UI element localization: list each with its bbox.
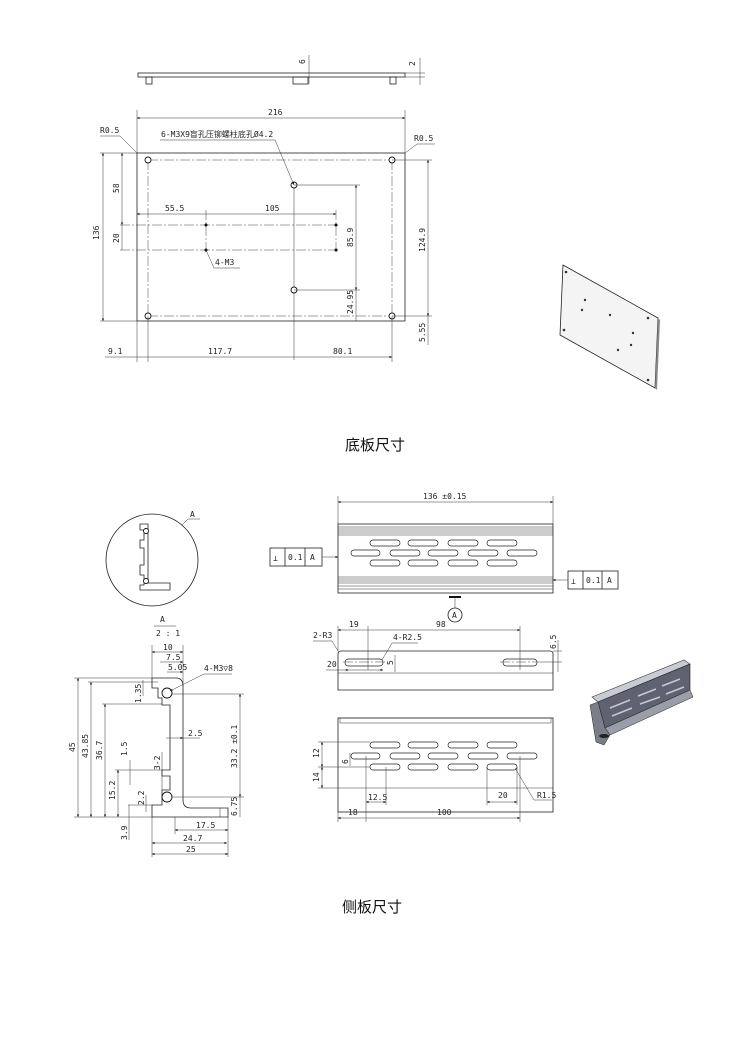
dim-3-9: 3.9	[120, 825, 129, 840]
dim-20: 20	[112, 233, 121, 243]
dim-117-7: 117.7	[208, 347, 232, 356]
perpendicularity-icon: ⊥	[571, 577, 576, 586]
dim-2-2: 2.2	[137, 790, 146, 805]
base-plate-front-view: 216 R0.5 R0.5 6-M3X9盲孔压铆螺柱底孔Ø4.2 4-M3 13…	[92, 108, 435, 362]
dim-12: 12	[312, 748, 321, 758]
dim-1-5: 1.5	[120, 741, 129, 756]
radius-r1-5: R1.5	[537, 791, 556, 800]
dim-9-1: 9.1	[108, 347, 123, 356]
dim-36-7: 36.7	[95, 741, 104, 760]
perpendicularity-icon: ⊥	[273, 554, 278, 563]
dim-5-55: 5.55	[418, 323, 427, 342]
dim-17-5: 17.5	[196, 821, 215, 830]
base-plate-side-view: 6 2	[137, 55, 425, 85]
base-plate-isometric	[559, 264, 660, 390]
dim-124-9: 124.9	[418, 228, 427, 252]
dim-24-95: 24.95	[346, 290, 355, 314]
dim-15-2: 15.2	[108, 781, 117, 800]
gdt-datum: A	[607, 576, 612, 585]
dim-80-1: 80.1	[333, 347, 352, 356]
dim-14: 14	[312, 772, 321, 782]
radius-r3: 2-R3	[313, 631, 332, 640]
datum-symbol: A	[447, 596, 463, 623]
dim-105: 105	[265, 204, 280, 213]
ventilation-slots	[350, 539, 538, 567]
dim-33-2: 33.2 ±0.1	[230, 724, 239, 768]
gdt-frame-right: ⊥ 0.1 A	[553, 570, 619, 590]
dim-55-5: 55.5	[165, 204, 184, 213]
dim-6-5: 6.5	[549, 634, 558, 649]
detail-view-circle: A	[105, 510, 200, 607]
dim-43-85: 43.85	[81, 734, 90, 758]
ventilation-slots	[350, 741, 538, 771]
dim-width: 216	[268, 108, 283, 117]
dim-length: 136 ±0.15	[423, 492, 467, 501]
base-plate-caption: 底板尺寸	[345, 436, 405, 454]
side-panel-profile: 10 7.5 5.05 4-M3▽8 45 43.85 36.7 15.2 1.…	[68, 643, 244, 857]
dim-25: 25	[186, 845, 196, 854]
dim-58: 58	[112, 183, 121, 193]
corner-radius-right: R0.5	[414, 134, 433, 143]
dim-plate-thickness: 2	[408, 61, 417, 66]
gdt-tolerance: 0.1	[288, 553, 303, 562]
dim-1-35: 1.35	[134, 684, 143, 703]
side-panel-front-view: 12 14 6 12.5 20 R1.5 18 100	[312, 717, 556, 822]
gdt-datum: A	[310, 553, 315, 562]
dim-12-5: 12.5	[368, 793, 387, 802]
dim-10: 10	[163, 643, 173, 652]
standoff-holes	[144, 156, 396, 320]
m3-note: 4-M3	[215, 258, 234, 267]
dim-6: 6	[341, 759, 350, 764]
dim-20-bottom: 20	[498, 791, 508, 800]
thread-note: 4-M3▽8	[204, 664, 233, 673]
dim-5: 5	[386, 660, 395, 665]
dim-98: 98	[436, 620, 446, 629]
side-panel-isometric	[589, 659, 694, 746]
dim-7-5: 7.5	[166, 653, 181, 662]
side-panel-top-view: 136 ±0.15 ⊥ 0.1 A ⊥ 0.1 A A	[269, 492, 619, 623]
section-scale: 2 : 1	[156, 629, 180, 638]
dim-100: 100	[437, 808, 452, 817]
radius-r2-5: 4-R2.5	[393, 633, 422, 642]
m3-holes	[204, 223, 338, 252]
dim-5-05: 5.05	[168, 663, 187, 672]
dim-24-7: 24.7	[183, 834, 202, 843]
dim-2-5: 2.5	[188, 729, 203, 738]
corner-radius-left: R0.5	[100, 126, 119, 135]
dim-3-2: 3-2	[153, 755, 162, 770]
dim-20-mid: 20	[327, 660, 337, 669]
dim-18: 18	[348, 808, 358, 817]
dim-height: 136	[92, 225, 101, 240]
datum-label: A	[452, 611, 457, 620]
gdt-frame-left: ⊥ 0.1 A	[269, 547, 338, 567]
dim-45: 45	[68, 742, 77, 752]
section-label: A	[160, 615, 165, 624]
detail-label: A	[190, 510, 195, 519]
hole-note: 6-M3X9盲孔压铆螺柱底孔Ø4.2	[161, 129, 273, 139]
dim-6-75: 6.75	[230, 797, 239, 816]
gdt-tolerance: 0.1	[586, 576, 601, 585]
dim-85-9: 85.9	[346, 228, 355, 247]
dim-standoff-height: 6	[298, 59, 307, 64]
side-panel-mounting-view: 19 98 2-R3 4-R2.5 20 5 6.5	[313, 620, 562, 691]
side-panel-caption: 侧板尺寸	[342, 898, 402, 916]
dim-19: 19	[349, 620, 359, 629]
